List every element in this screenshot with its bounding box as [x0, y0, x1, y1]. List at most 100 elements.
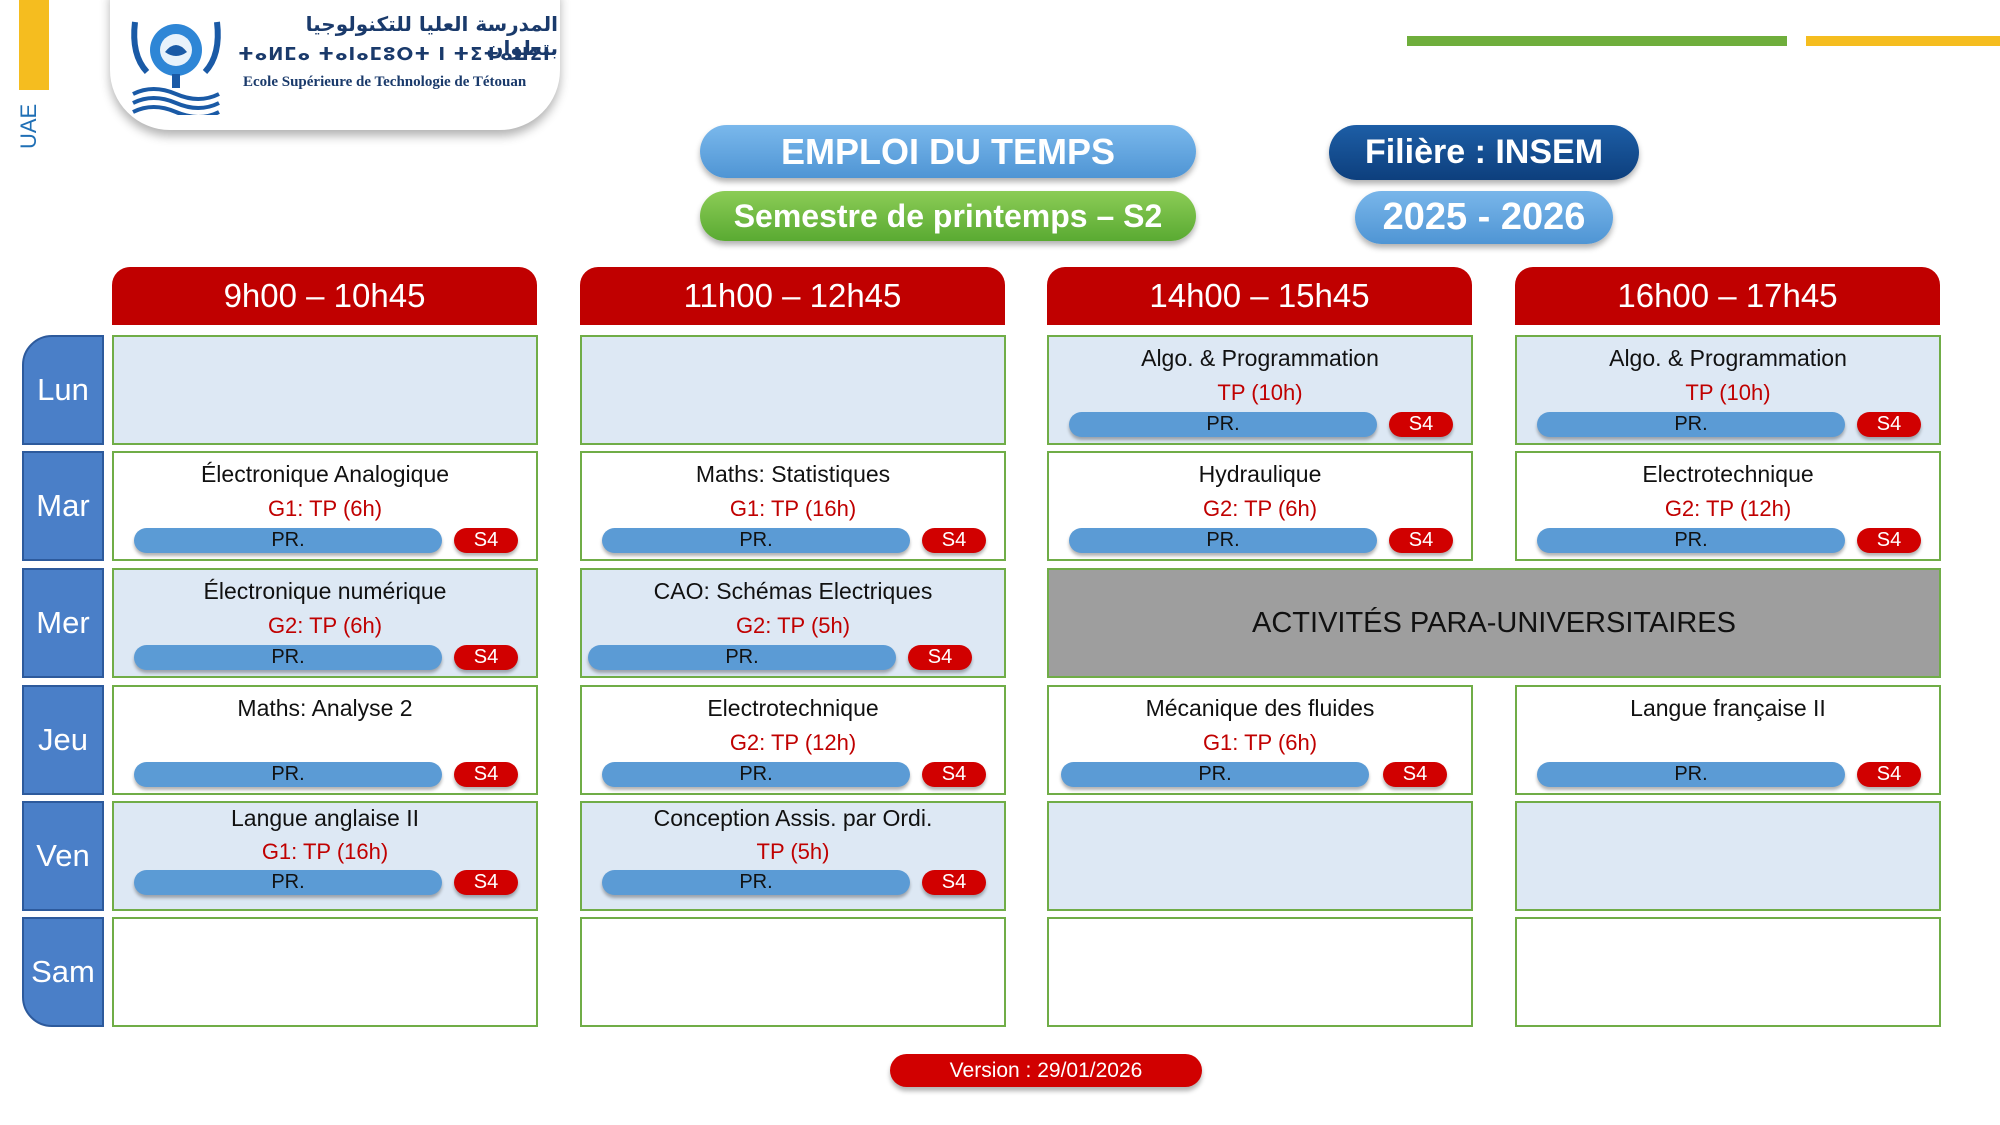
day-label-jeu: Jeu: [22, 685, 104, 795]
schedule-cell-jeu-2[interactable]: Electrotechnique G2: TP (12h) PR. S4: [580, 685, 1006, 795]
semester-badge: S4: [1389, 528, 1453, 553]
course-type: G2: TP (5h): [735, 613, 851, 638]
course-subject: Conception Assis. par Ordi.: [653, 805, 933, 831]
schedule-cell-jeu-4[interactable]: Langue française II PR. S4: [1515, 685, 1941, 795]
teacher-pill: PR.: [1537, 528, 1845, 553]
schedule-cell-lun-3[interactable]: Algo. & Programmation TP (10h) PR. S4: [1047, 335, 1473, 445]
schedule-cell-mar-4[interactable]: Electrotechnique G2: TP (12h) PR. S4: [1515, 451, 1941, 561]
day-label-ven: Ven: [22, 801, 104, 911]
school-name-tifinagh: ⵜⴰⵍⵎⴰ ⵜⴰⵏⴰⵎⵓⵔⵜ ⵏ ⵜⵉⵜⴰⵡⵉⵏ: [238, 44, 551, 65]
schedule-cell-lun-1[interactable]: [112, 335, 538, 445]
activities-block[interactable]: ACTIVITÉS PARA-UNIVERSITAIRES: [1047, 568, 1941, 678]
schedule-cell-ven-3[interactable]: [1047, 801, 1473, 911]
teacher-pill: PR.: [134, 645, 442, 670]
teacher-pill: PR.: [134, 762, 442, 787]
teacher-pill: PR.: [134, 870, 442, 895]
semester-badge: S4: [454, 528, 518, 553]
version-badge: Version : 29/01/2026: [890, 1054, 1202, 1087]
academic-year: 2025 - 2026: [1355, 191, 1613, 244]
semester-badge: S4: [1857, 528, 1921, 553]
schedule-cell-mar-3[interactable]: Hydraulique G2: TP (6h) PR. S4: [1047, 451, 1473, 561]
course-subject: Electrotechnique: [1642, 461, 1814, 487]
course-type: TP (10h): [1217, 380, 1303, 405]
course-subject: Langue française II: [1630, 695, 1826, 721]
course-type: TP (5h): [756, 839, 830, 864]
schedule-cell-sam-4[interactable]: [1515, 917, 1941, 1027]
course-type: G1: TP (16h): [261, 839, 389, 864]
schedule-cell-ven-2[interactable]: Conception Assis. par Ordi. TP (5h) PR. …: [580, 801, 1006, 911]
school-name-french: Ecole Supérieure de Technologie de Tétou…: [243, 74, 527, 90]
time-slot-header-1: 9h00 – 10h45: [112, 267, 537, 325]
course-subject: Maths: Statistiques: [695, 461, 891, 487]
semester-badge: S4: [922, 762, 986, 787]
schedule-cell-lun-2[interactable]: [580, 335, 1006, 445]
school-logo-card: المدرسة العليا للتكنولوجيا بتطوان ⵜⴰⵍⵎⴰ …: [110, 0, 560, 130]
course-type: G2: TP (6h): [1202, 496, 1318, 521]
schedule-cell-ven-4[interactable]: [1515, 801, 1941, 911]
schedule-cell-mer-1[interactable]: Électronique numérique G2: TP (6h) PR. S…: [112, 568, 538, 678]
time-slot-header-3: 14h00 – 15h45: [1047, 267, 1472, 325]
teacher-pill: PR.: [602, 762, 910, 787]
course-subject: Maths: Analyse 2: [237, 695, 413, 721]
schedule-cell-sam-3[interactable]: [1047, 917, 1473, 1027]
teacher-pill: PR.: [602, 870, 910, 895]
semester-badge: S4: [454, 870, 518, 895]
teacher-pill: PR.: [602, 528, 910, 553]
filiere-label: Filière : INSEM: [1329, 125, 1639, 180]
schedule-cell-ven-1[interactable]: Langue anglaise II G1: TP (16h) PR. S4: [112, 801, 538, 911]
course-subject: Mécanique des fluides: [1145, 695, 1375, 721]
course-type: G2: TP (12h): [729, 730, 857, 755]
course-subject: CAO: Schémas Electriques: [653, 578, 933, 604]
school-emblem-icon: [131, 21, 221, 115]
teacher-pill: PR.: [588, 645, 896, 670]
semester-badge: S4: [1857, 762, 1921, 787]
course-subject: Electrotechnique: [707, 695, 879, 721]
time-slot-header-2: 11h00 – 12h45: [580, 267, 1005, 325]
top-green-bar: [1407, 36, 1787, 46]
day-label-mar: Mar: [22, 451, 104, 561]
teacher-pill: PR.: [1069, 412, 1377, 437]
course-subject: Algo. & Programmation: [1141, 345, 1379, 371]
schedule-cell-mar-2[interactable]: Maths: Statistiques G1: TP (16h) PR. S4: [580, 451, 1006, 561]
semester-badge: S4: [1389, 412, 1453, 437]
course-subject: Algo. & Programmation: [1609, 345, 1847, 371]
course-type: G1: TP (6h): [1202, 730, 1318, 755]
semester-badge: S4: [454, 762, 518, 787]
time-slot-header-4: 16h00 – 17h45: [1515, 267, 1940, 325]
course-type: G2: TP (6h): [267, 613, 383, 638]
teacher-pill: PR.: [1537, 412, 1845, 437]
course-subject: Électronique numérique: [203, 578, 447, 604]
schedule-cell-mar-1[interactable]: Électronique Analogique G1: TP (6h) PR. …: [112, 451, 538, 561]
top-yellow-bar: [1806, 36, 2000, 46]
schedule-cell-jeu-1[interactable]: Maths: Analyse 2 PR. S4: [112, 685, 538, 795]
schedule-cell-jeu-3[interactable]: Mécanique des fluides G1: TP (6h) PR. S4: [1047, 685, 1473, 795]
course-subject: Hydraulique: [1198, 461, 1322, 487]
course-type: G1: TP (6h): [267, 496, 383, 521]
uae-label: UAE: [16, 103, 41, 149]
semester-badge: S4: [454, 645, 518, 670]
course-subject: Électronique Analogique: [200, 461, 450, 487]
course-type: G2: TP (12h): [1664, 496, 1792, 521]
course-type: TP (10h): [1685, 380, 1771, 405]
teacher-pill: PR.: [1061, 762, 1369, 787]
schedule-cell-sam-1[interactable]: [112, 917, 538, 1027]
day-label-lun: Lun: [22, 335, 104, 445]
teacher-pill: PR.: [1537, 762, 1845, 787]
school-name-arabic: المدرسة العليا للتكنولوجيا بتطوان: [305, 12, 558, 60]
schedule-cell-sam-2[interactable]: [580, 917, 1006, 1027]
semester-badge: S4: [922, 870, 986, 895]
activities-label: ACTIVITÉS PARA-UNIVERSITAIRES: [1252, 606, 1736, 639]
schedule-cell-lun-4[interactable]: Algo. & Programmation TP (10h) PR. S4: [1515, 335, 1941, 445]
schedule-cell-mer-2[interactable]: CAO: Schémas Electriques G2: TP (5h) PR.…: [580, 568, 1006, 678]
page-title: EMPLOI DU TEMPS: [700, 125, 1196, 178]
uae-accent-bar: [19, 0, 49, 90]
course-subject: Langue anglaise II: [231, 805, 419, 831]
teacher-pill: PR.: [1069, 528, 1377, 553]
day-label-sam: Sam: [22, 917, 104, 1027]
course-type: G1: TP (16h): [729, 496, 857, 521]
semester-badge: S4: [1857, 412, 1921, 437]
semester-label: Semestre de printemps – S2: [700, 191, 1196, 241]
semester-badge: S4: [908, 645, 972, 670]
teacher-pill: PR.: [134, 528, 442, 553]
semester-badge: S4: [1383, 762, 1447, 787]
